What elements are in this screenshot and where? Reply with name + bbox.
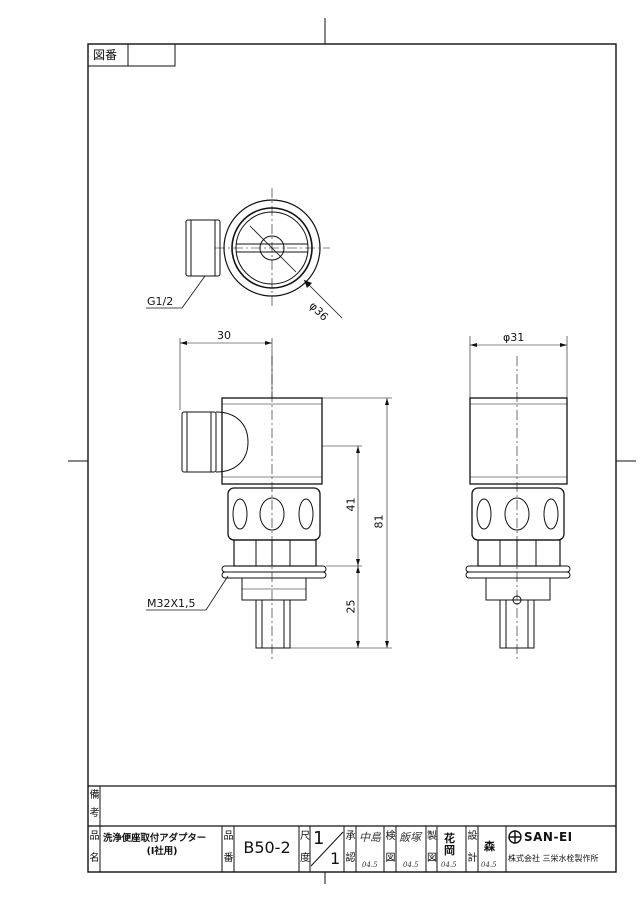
thread-label-m32: M32X1,5 (147, 597, 196, 610)
scale-denominator: 1 (330, 849, 341, 868)
title-block-grid (99, 826, 507, 872)
front-view (146, 338, 392, 660)
name-label-1: 品 (89, 831, 100, 842)
drawn-signature: 花岡 (444, 832, 455, 857)
scale-slash (310, 831, 344, 867)
top-view (146, 188, 343, 319)
scale-label-1: 尺 (300, 831, 310, 842)
approved-label-1: 承 (345, 831, 356, 842)
dimension-label-30: 30 (217, 329, 231, 342)
approved-label-2: 認 (345, 853, 356, 864)
dimension-label-25: 25 (344, 599, 358, 614)
drawing-number-box (88, 44, 176, 67)
drawing-number-label: 図番 (93, 48, 118, 62)
drawn-date: 04.5 (441, 861, 457, 869)
remarks-label-1: 備 (89, 790, 100, 801)
design-label-1: 設 (467, 831, 478, 842)
brand-name: SAN-EI (524, 830, 573, 844)
checked-date: 04.5 (403, 861, 419, 869)
sheet-border (87, 43, 617, 873)
part-number: B50-2 (243, 838, 291, 857)
product-name: 洗浄便座取付アダプター (103, 833, 207, 844)
dimension-label-81: 81 (372, 514, 386, 529)
dimension-label-41: 41 (344, 497, 358, 512)
checked-label-2: 図 (385, 853, 396, 864)
checked-label-1: 検 (385, 831, 396, 842)
scale-numerator: 1 (313, 828, 325, 849)
product-name-suffix: (I社用) (146, 846, 178, 857)
thread-label-g12: G1/2 (147, 295, 174, 308)
design-date: 04.5 (481, 861, 497, 869)
approved-date: 04.5 (362, 861, 378, 869)
drawn-label-1: 製 (427, 831, 437, 842)
design-signature: 森 (484, 840, 495, 853)
design-label-2: 計 (467, 853, 478, 864)
drawn-label-2: 図 (427, 853, 437, 864)
checked-signature: 飯塚 (399, 831, 421, 844)
approved-signature: 中島 (359, 831, 381, 844)
name-label-2: 名 (89, 853, 100, 864)
company-name: 株式会社 三栄水栓製作所 (508, 854, 599, 863)
scale-label-2: 度 (300, 853, 310, 864)
remarks-label-2: 考 (89, 808, 100, 819)
part-no-label-1: 品 (223, 831, 234, 842)
brand-logo-icon (508, 830, 522, 844)
part-no-label-2: 番 (223, 853, 234, 864)
diameter-label-31: φ31 (503, 331, 525, 344)
side-view (465, 336, 571, 660)
